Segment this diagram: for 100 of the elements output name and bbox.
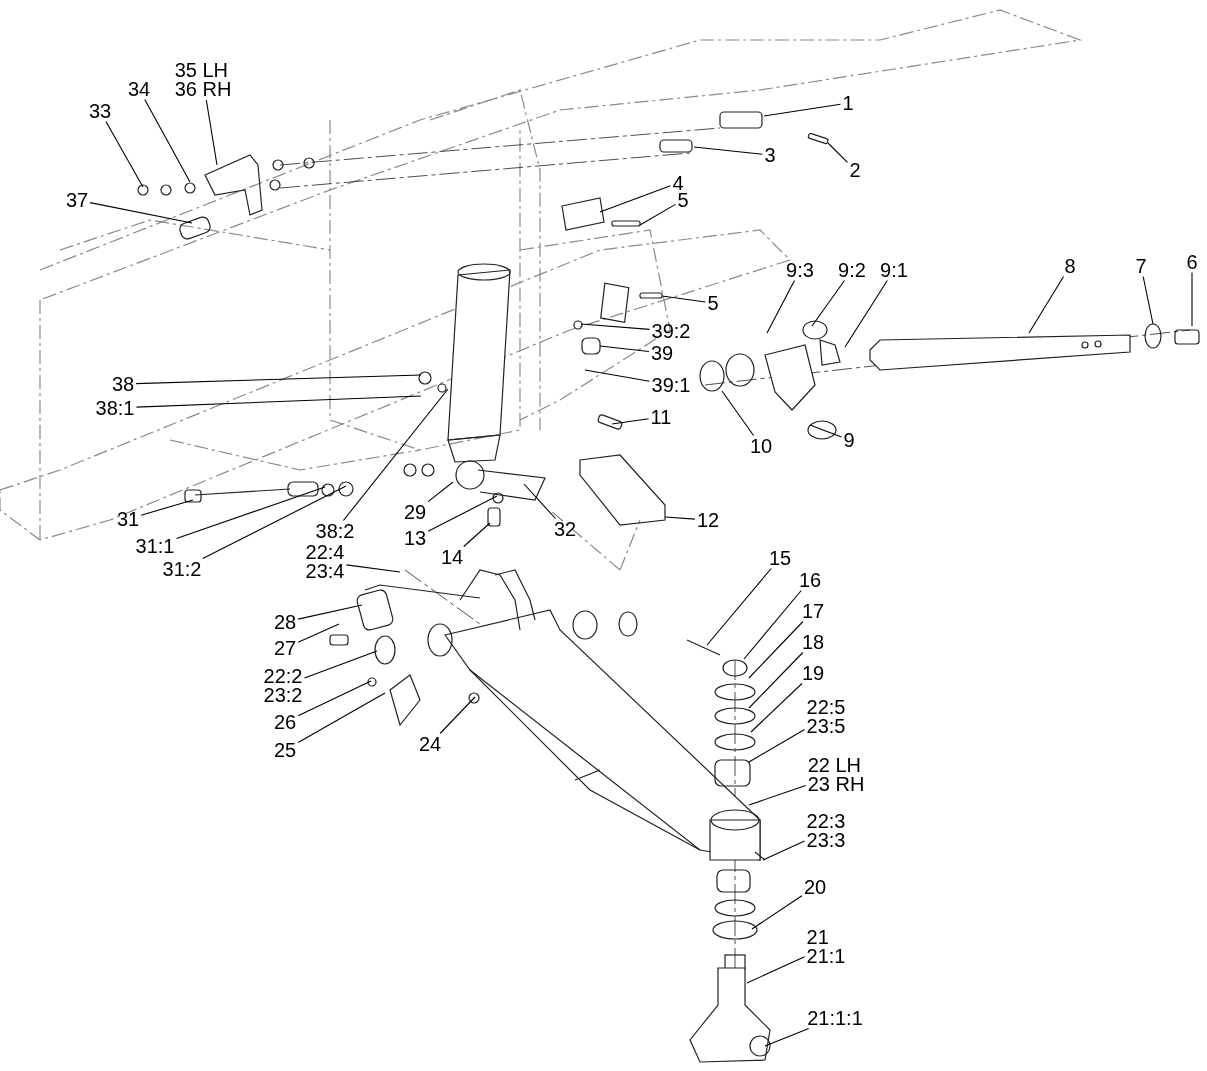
callout-number: 20 bbox=[803, 877, 827, 897]
callout-number: 13 bbox=[403, 528, 427, 548]
callout-number: 38 bbox=[111, 374, 135, 394]
leader-line bbox=[523, 483, 556, 520]
callout-number: 22:3 23:3 bbox=[806, 812, 846, 850]
leader-line bbox=[342, 388, 449, 522]
leader-line bbox=[766, 279, 796, 334]
callout-number: 27 bbox=[273, 638, 297, 658]
leader-line bbox=[811, 279, 846, 327]
leader-line bbox=[611, 418, 650, 425]
leader-line bbox=[89, 202, 193, 224]
callout-number: 31:2 bbox=[162, 559, 202, 579]
leader-line bbox=[584, 369, 651, 382]
callout-number: 4 bbox=[672, 173, 684, 193]
leader-line bbox=[345, 564, 401, 573]
leader-line bbox=[844, 279, 888, 348]
leader-line bbox=[599, 185, 671, 213]
leader-line bbox=[763, 103, 841, 117]
callout-number: 39:2 bbox=[651, 321, 691, 341]
callout-number: 25 bbox=[273, 740, 297, 760]
callout-number: 6 bbox=[1186, 252, 1198, 272]
leader-line bbox=[743, 589, 802, 660]
callout-number: 14 bbox=[440, 547, 464, 567]
leader-line bbox=[762, 840, 806, 861]
leader-line bbox=[746, 956, 806, 984]
leader-line bbox=[580, 323, 651, 330]
leader-line bbox=[297, 680, 372, 717]
callout-number: 35 LH 36 RH bbox=[174, 61, 232, 99]
leader-line bbox=[1028, 275, 1065, 334]
leader-line bbox=[175, 486, 326, 540]
callout-number: 5 bbox=[707, 293, 719, 313]
leader-line bbox=[140, 499, 194, 516]
leader-line bbox=[463, 522, 491, 548]
callout-number: 9:1 bbox=[880, 260, 908, 280]
callout-number: 22 LH 23 RH bbox=[807, 756, 865, 794]
callout-number: 28 bbox=[273, 612, 297, 632]
callout-number: 38:1 bbox=[95, 398, 135, 418]
leader-line bbox=[664, 516, 696, 520]
leader-line bbox=[297, 604, 363, 620]
callout-number: 17 bbox=[801, 601, 825, 621]
callout-number: 38:2 bbox=[315, 521, 355, 541]
callout-number: 19 bbox=[801, 663, 825, 683]
leader-line bbox=[135, 395, 422, 408]
leader-line bbox=[748, 620, 804, 679]
leader-line bbox=[661, 295, 706, 303]
callout-number: 39:1 bbox=[651, 375, 691, 395]
leader-line bbox=[748, 784, 807, 806]
leader-line bbox=[135, 374, 422, 385]
callout-number: 39 bbox=[650, 343, 674, 363]
callout-number: 21:1:1 bbox=[807, 1008, 863, 1028]
callout-number: 24 bbox=[418, 734, 442, 754]
callout-number: 22:4 23:4 bbox=[305, 543, 345, 581]
leader-line bbox=[721, 390, 755, 437]
callout-number: 12 bbox=[696, 510, 720, 530]
callout-number: 9:2 bbox=[838, 260, 866, 280]
callout-number: 9:3 bbox=[786, 260, 814, 280]
leader-line bbox=[1191, 271, 1193, 327]
callout-number: 8 bbox=[1064, 256, 1076, 276]
callout-number: 22:2 23:2 bbox=[263, 667, 303, 705]
leader-line bbox=[439, 696, 476, 735]
leader-line bbox=[599, 345, 650, 353]
callout-number: 15 bbox=[768, 548, 792, 568]
callout-number: 29 bbox=[403, 502, 427, 522]
leader-line bbox=[297, 692, 386, 744]
leader-line bbox=[427, 481, 454, 503]
leader-line bbox=[750, 682, 803, 733]
leader-line bbox=[751, 895, 803, 930]
callout-number: 18 bbox=[801, 632, 825, 652]
callout-number: 37 bbox=[65, 190, 89, 210]
leader-line bbox=[1142, 275, 1154, 325]
leader-line bbox=[205, 99, 218, 166]
callout-number: 16 bbox=[798, 570, 822, 590]
callout-number: 33 bbox=[88, 101, 112, 121]
callout-number: 21 21:1 bbox=[806, 928, 846, 966]
leader-line bbox=[639, 203, 676, 226]
leader-line bbox=[105, 120, 144, 188]
callout-number: 9 bbox=[843, 430, 855, 450]
callout-number: 1 bbox=[842, 93, 854, 113]
callout-number: 34 bbox=[127, 79, 151, 99]
callout-number: 31 bbox=[116, 509, 140, 529]
callout-number: 7 bbox=[1135, 256, 1147, 276]
leader-line bbox=[202, 485, 347, 560]
leader-line bbox=[809, 424, 842, 438]
callout-number: 11 bbox=[650, 407, 672, 427]
callout-number: 22:5 23:5 bbox=[806, 698, 846, 736]
callout-number: 32 bbox=[553, 519, 577, 539]
leader-line bbox=[144, 98, 191, 183]
callout-number: 3 bbox=[764, 145, 776, 165]
leader-line bbox=[303, 650, 378, 679]
leader-line bbox=[297, 623, 340, 643]
leader-line bbox=[427, 495, 498, 532]
leader-line bbox=[764, 1027, 810, 1047]
callout-number: 10 bbox=[749, 436, 773, 456]
leader-line bbox=[706, 567, 772, 646]
callout-number: 2 bbox=[849, 160, 861, 180]
leader-line bbox=[748, 729, 806, 763]
callout-number: 5 bbox=[677, 190, 689, 210]
leader-line bbox=[693, 146, 763, 155]
leader-line bbox=[748, 651, 804, 709]
callout-number: 26 bbox=[273, 712, 297, 732]
